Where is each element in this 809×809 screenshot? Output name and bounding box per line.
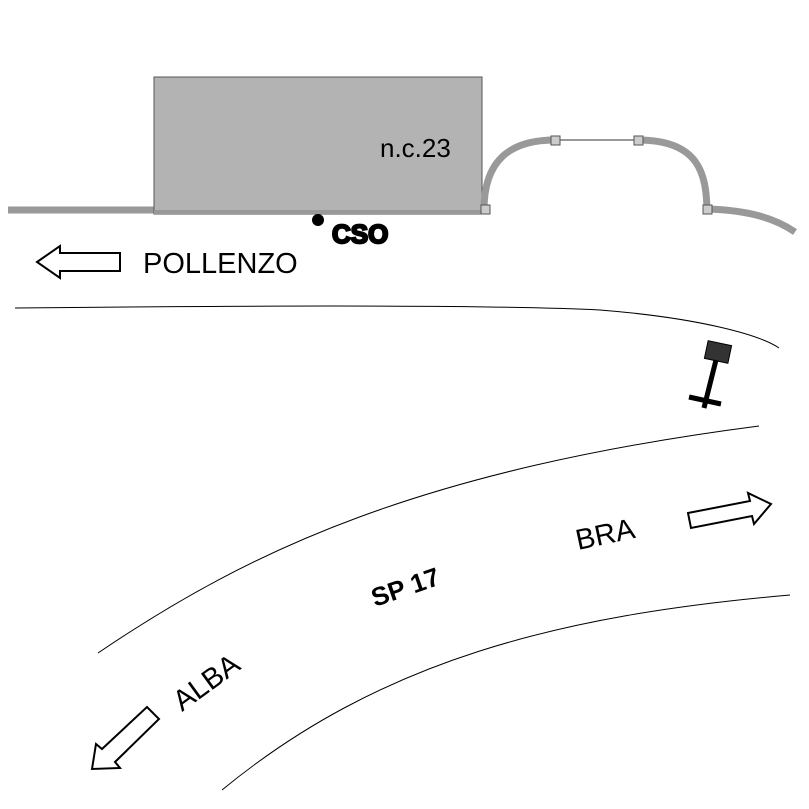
gate-post-1 [480,204,491,215]
road-sign-icon [688,340,733,409]
boundary-wall-gate-right [637,136,711,210]
alba-label: ALBA [167,648,246,718]
bra-label: BRA [573,513,639,557]
gate-post-3 [633,135,644,146]
alba-arrow-icon [90,705,161,771]
gate-post-2 [550,135,561,146]
pollenzo-label: POLLENZO [143,248,298,280]
bra-arrow-icon [686,491,773,530]
road-edge-inner [97,425,760,654]
cso-point [312,214,324,226]
boundary-wall-gate-left [480,136,556,211]
cso-label: CSO [332,219,388,249]
road-label: SP 17 [367,561,443,612]
road-edge-upper [14,305,780,349]
pollenzo-arrow-icon [35,244,121,280]
road-edge-outer [221,594,791,791]
building-label: n.c.23 [380,133,451,163]
gate-post-4 [702,204,713,215]
boundary-wall-right [706,205,797,235]
